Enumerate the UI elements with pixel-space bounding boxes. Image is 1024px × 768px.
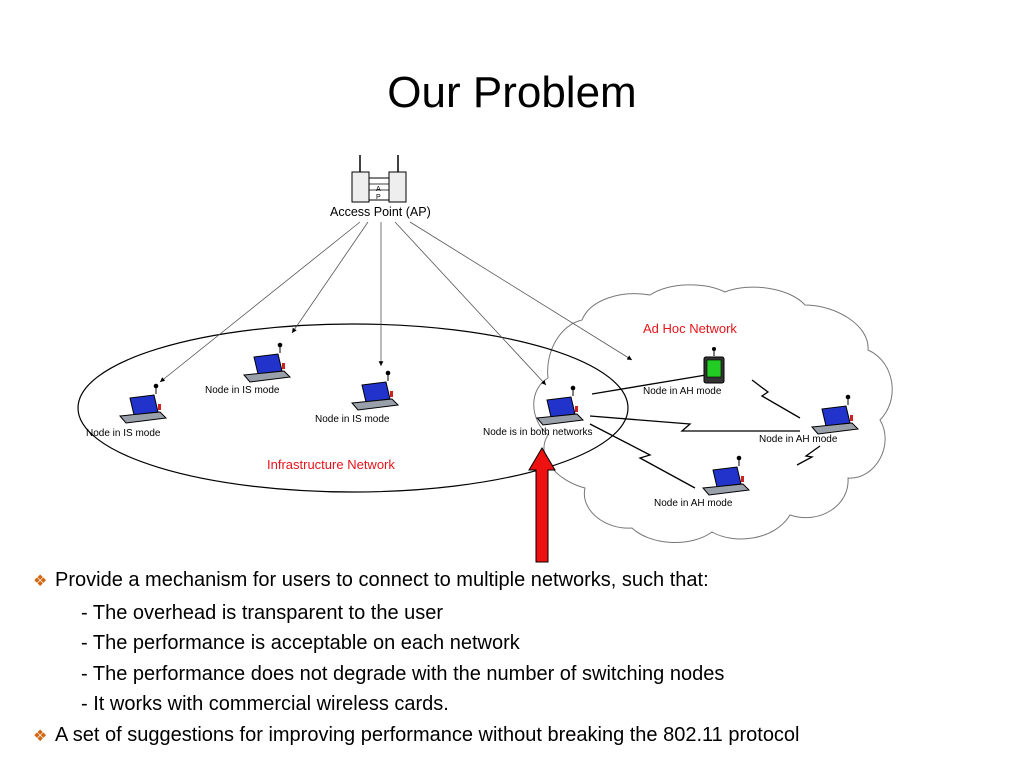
- bullet-item: ❖ A set of suggestions for improving perf…: [33, 720, 1023, 753]
- infrastructure-network-label: Infrastructure Network: [267, 457, 395, 472]
- ap-links: [159, 221, 633, 386]
- node-label-is-top: Node in IS mode: [205, 385, 280, 396]
- sub-bullet: - The performance is acceptable on each …: [81, 632, 520, 654]
- diamond-bullet-icon: ❖: [33, 727, 48, 745]
- node-label-ah-right: Node in AH mode: [759, 434, 838, 445]
- laptop-icon: [243, 342, 291, 383]
- sub-bullet: - The performance does not degrade with …: [81, 662, 725, 685]
- sub-bullet: - The overhead is transparent to the use…: [81, 601, 444, 624]
- bullet-list: ❖ Provide a mechanism for users to connec…: [33, 565, 1023, 752]
- infrastructure-ellipse: [77, 323, 629, 493]
- laptop-icon: [351, 370, 399, 411]
- laptop-icon: [119, 383, 167, 424]
- access-point-icon: A P: [351, 155, 407, 203]
- slide-title: Our Problem: [387, 68, 637, 117]
- ap-glyph-a: A: [376, 186, 381, 193]
- adhoc-network-label: Ad Hoc Network: [643, 321, 737, 336]
- sub-bullet: - It works with commercial wireless card…: [81, 693, 449, 715]
- adhoc-links: [589, 374, 821, 489]
- red-pointer-arrow: [528, 447, 556, 563]
- node-label-ah-pda: Node in AH mode: [643, 386, 722, 397]
- bullet-item: ❖ Provide a mechanism for users to connec…: [33, 565, 1023, 598]
- ap-glyph-p: P: [376, 194, 381, 201]
- diamond-bullet-icon: ❖: [33, 573, 48, 590]
- node-label-is-mid: Node in IS mode: [315, 414, 390, 425]
- node-label-is-left: Node in IS mode: [86, 428, 161, 439]
- bullet-text: Provide a mechanism for users to connect…: [55, 569, 709, 591]
- pda-icon: [703, 347, 725, 384]
- node-label-both: Node is in both networks: [483, 427, 593, 438]
- node-label-ah-bottom: Node in AH mode: [654, 498, 733, 509]
- bullet-text: A set of suggestions for improving perfo…: [55, 723, 800, 746]
- ap-label: Access Point (AP): [330, 205, 431, 219]
